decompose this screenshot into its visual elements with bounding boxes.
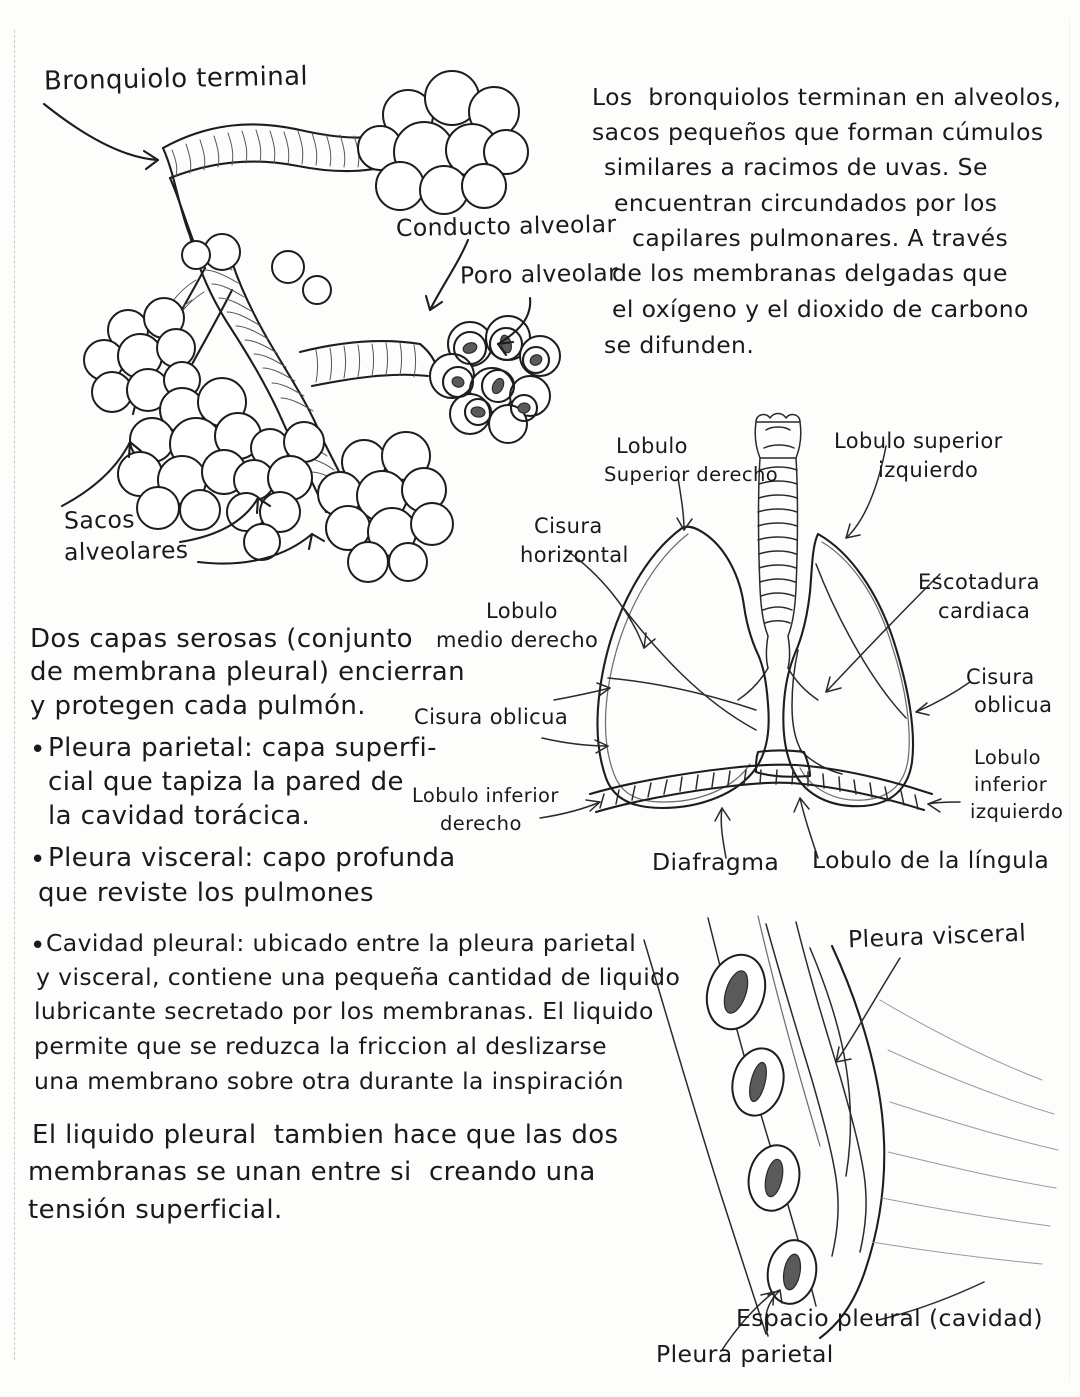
- label-right-upper-lobe-l1: Lobulo: [616, 434, 688, 458]
- label-left-lower-lobe-l1: Lobulo: [974, 746, 1041, 769]
- label-horizontal-fissure-l1: Cisura: [534, 514, 603, 538]
- bullet-2-line-2: que reviste los pulmones: [38, 878, 374, 908]
- bullet-2-marker: •: [30, 845, 46, 875]
- diaphragm: [588, 749, 934, 814]
- label-oblique-fissure-left-l1: Cisura: [966, 665, 1035, 689]
- intro-line-5: capilares pulmonares. A través: [632, 224, 1009, 252]
- label-left-lower-lobe-l2: inferior: [974, 773, 1048, 796]
- label-right-lower-lobe-l1: Lobulo inferior: [412, 784, 559, 807]
- bullet-1-line-3: la cavidad torácica.: [48, 801, 311, 831]
- bullet-1-line-1: Pleura parietal: capa superfi-: [48, 733, 437, 763]
- leader-arrows-bronchiole: [42, 102, 532, 565]
- lung-drawing: [539, 412, 971, 859]
- cell-ovals: [705, 953, 818, 1305]
- intro-line-3: similares a racimos de uvas. Se: [604, 153, 988, 181]
- label-parietal-pleura: Pleura parietal: [656, 1340, 834, 1368]
- label-alveolar-sacs-line2: alveolares: [63, 535, 189, 567]
- label-left-upper-lobe-l2: izquierdo: [878, 458, 979, 482]
- intro-line-1: Los bronquiolos terminan en alveolos,: [592, 83, 1062, 111]
- label-lingula: Lobulo de la língula: [812, 846, 1050, 874]
- label-right-middle-lobe-l2: medio derecho: [436, 628, 599, 652]
- trachea-rings: [757, 466, 798, 624]
- alveolar-pore-cluster: [429, 315, 561, 444]
- intro-line-8: se difunden.: [604, 331, 755, 359]
- label-alveolar-pore: Poro alveolar: [459, 258, 619, 290]
- lung-surface: [809, 944, 1059, 1340]
- label-alveolar-sacs-line1: Sacos: [63, 505, 136, 535]
- pleura-intro-line-2: de membrana pleural) encierran: [30, 657, 465, 687]
- paper-right-edge: [1069, 20, 1070, 1380]
- label-horizontal-fissure-l2: horizontal: [520, 543, 629, 567]
- intro-line-4: encuentran circundados por los: [614, 189, 998, 217]
- label-right-middle-lobe-l1: Lobulo: [486, 599, 558, 623]
- label-right-lower-lobe-l2: derecho: [440, 812, 522, 835]
- closing-line-1: El liquido pleural tambien hace que las …: [32, 1120, 619, 1150]
- pleura-intro-line-3: y protegen cada pulmón.: [30, 691, 366, 721]
- bullet-3-line-3: lubricante secretado por los membranas. …: [34, 997, 654, 1025]
- label-left-upper-lobe-l1: Lobulo superior: [834, 429, 1003, 453]
- pleura-intro-line-1: Dos capas serosas (conjunto: [30, 624, 413, 654]
- airway-tubes: [131, 123, 440, 522]
- bullet-2-line-1: Pleura visceral: capo profunda: [48, 843, 456, 873]
- intro-line-6: de los membranas delgadas que: [612, 259, 1008, 287]
- pleura-leader-arrows: [721, 957, 985, 1351]
- bullet-3-marker: •: [30, 931, 46, 961]
- label-diaphragm: Diafragma: [652, 848, 780, 876]
- label-pleural-space: Espacio pleural (cavidad): [736, 1304, 1043, 1332]
- label-cardiac-notch-l2: cardiaca: [938, 599, 1031, 623]
- bullet-3-line-4: permite que se reduzca la friccion al de…: [34, 1032, 607, 1060]
- label-alveolar-duct: Conducto alveolar: [395, 209, 617, 243]
- bullet-3-line-5: una membrano sobre otra durante la inspi…: [34, 1067, 624, 1095]
- label-terminal-bronchiole: Bronquiolo terminal: [43, 61, 309, 97]
- bullet-1-marker: •: [30, 735, 46, 765]
- bullet-3-line-1: Cavidad pleural: ubicado entre la pleura…: [46, 929, 637, 957]
- alveolar-sac-cluster-left-lower: [117, 377, 262, 531]
- alveolar-sac-cluster-center-bottom: [226, 421, 325, 561]
- closing-line-2: membranas se unan entre si creando una: [28, 1157, 596, 1187]
- label-oblique-fissure-right: Cisura oblicua: [414, 705, 569, 729]
- closing-line-3: tensión superficial.: [28, 1195, 283, 1225]
- label-left-lower-lobe-l3: izquierdo: [970, 800, 1064, 823]
- label-cardiac-notch-l1: Escotadura: [918, 570, 1040, 594]
- intro-line-7: el oxígeno y el dioxido de carbono: [612, 295, 1029, 323]
- pleura-drawing: [643, 915, 1059, 1351]
- diaphragm-striations: [599, 769, 919, 810]
- label-oblique-fissure-left-l2: oblicua: [974, 693, 1053, 717]
- bullet-3-line-2: y visceral, contiene una pequeña cantida…: [36, 963, 681, 991]
- alveolar-sac-cluster-right-bottom: [317, 431, 454, 583]
- trachea: [737, 412, 819, 701]
- intro-line-2: sacos pequeños que forman cúmulos: [592, 118, 1044, 146]
- paper-left-edge: [14, 30, 15, 1360]
- label-right-upper-lobe-l2: Superior derecho: [604, 463, 779, 486]
- bullet-1-line-2: cial que tapiza la pared de: [48, 767, 404, 797]
- alveolar-sac-cluster-top-right: [357, 70, 529, 215]
- lung-leader-arrows: [539, 445, 971, 859]
- alveolar-sac-cluster-left-upper: [83, 297, 201, 413]
- bronchiole-drawing: [42, 70, 561, 583]
